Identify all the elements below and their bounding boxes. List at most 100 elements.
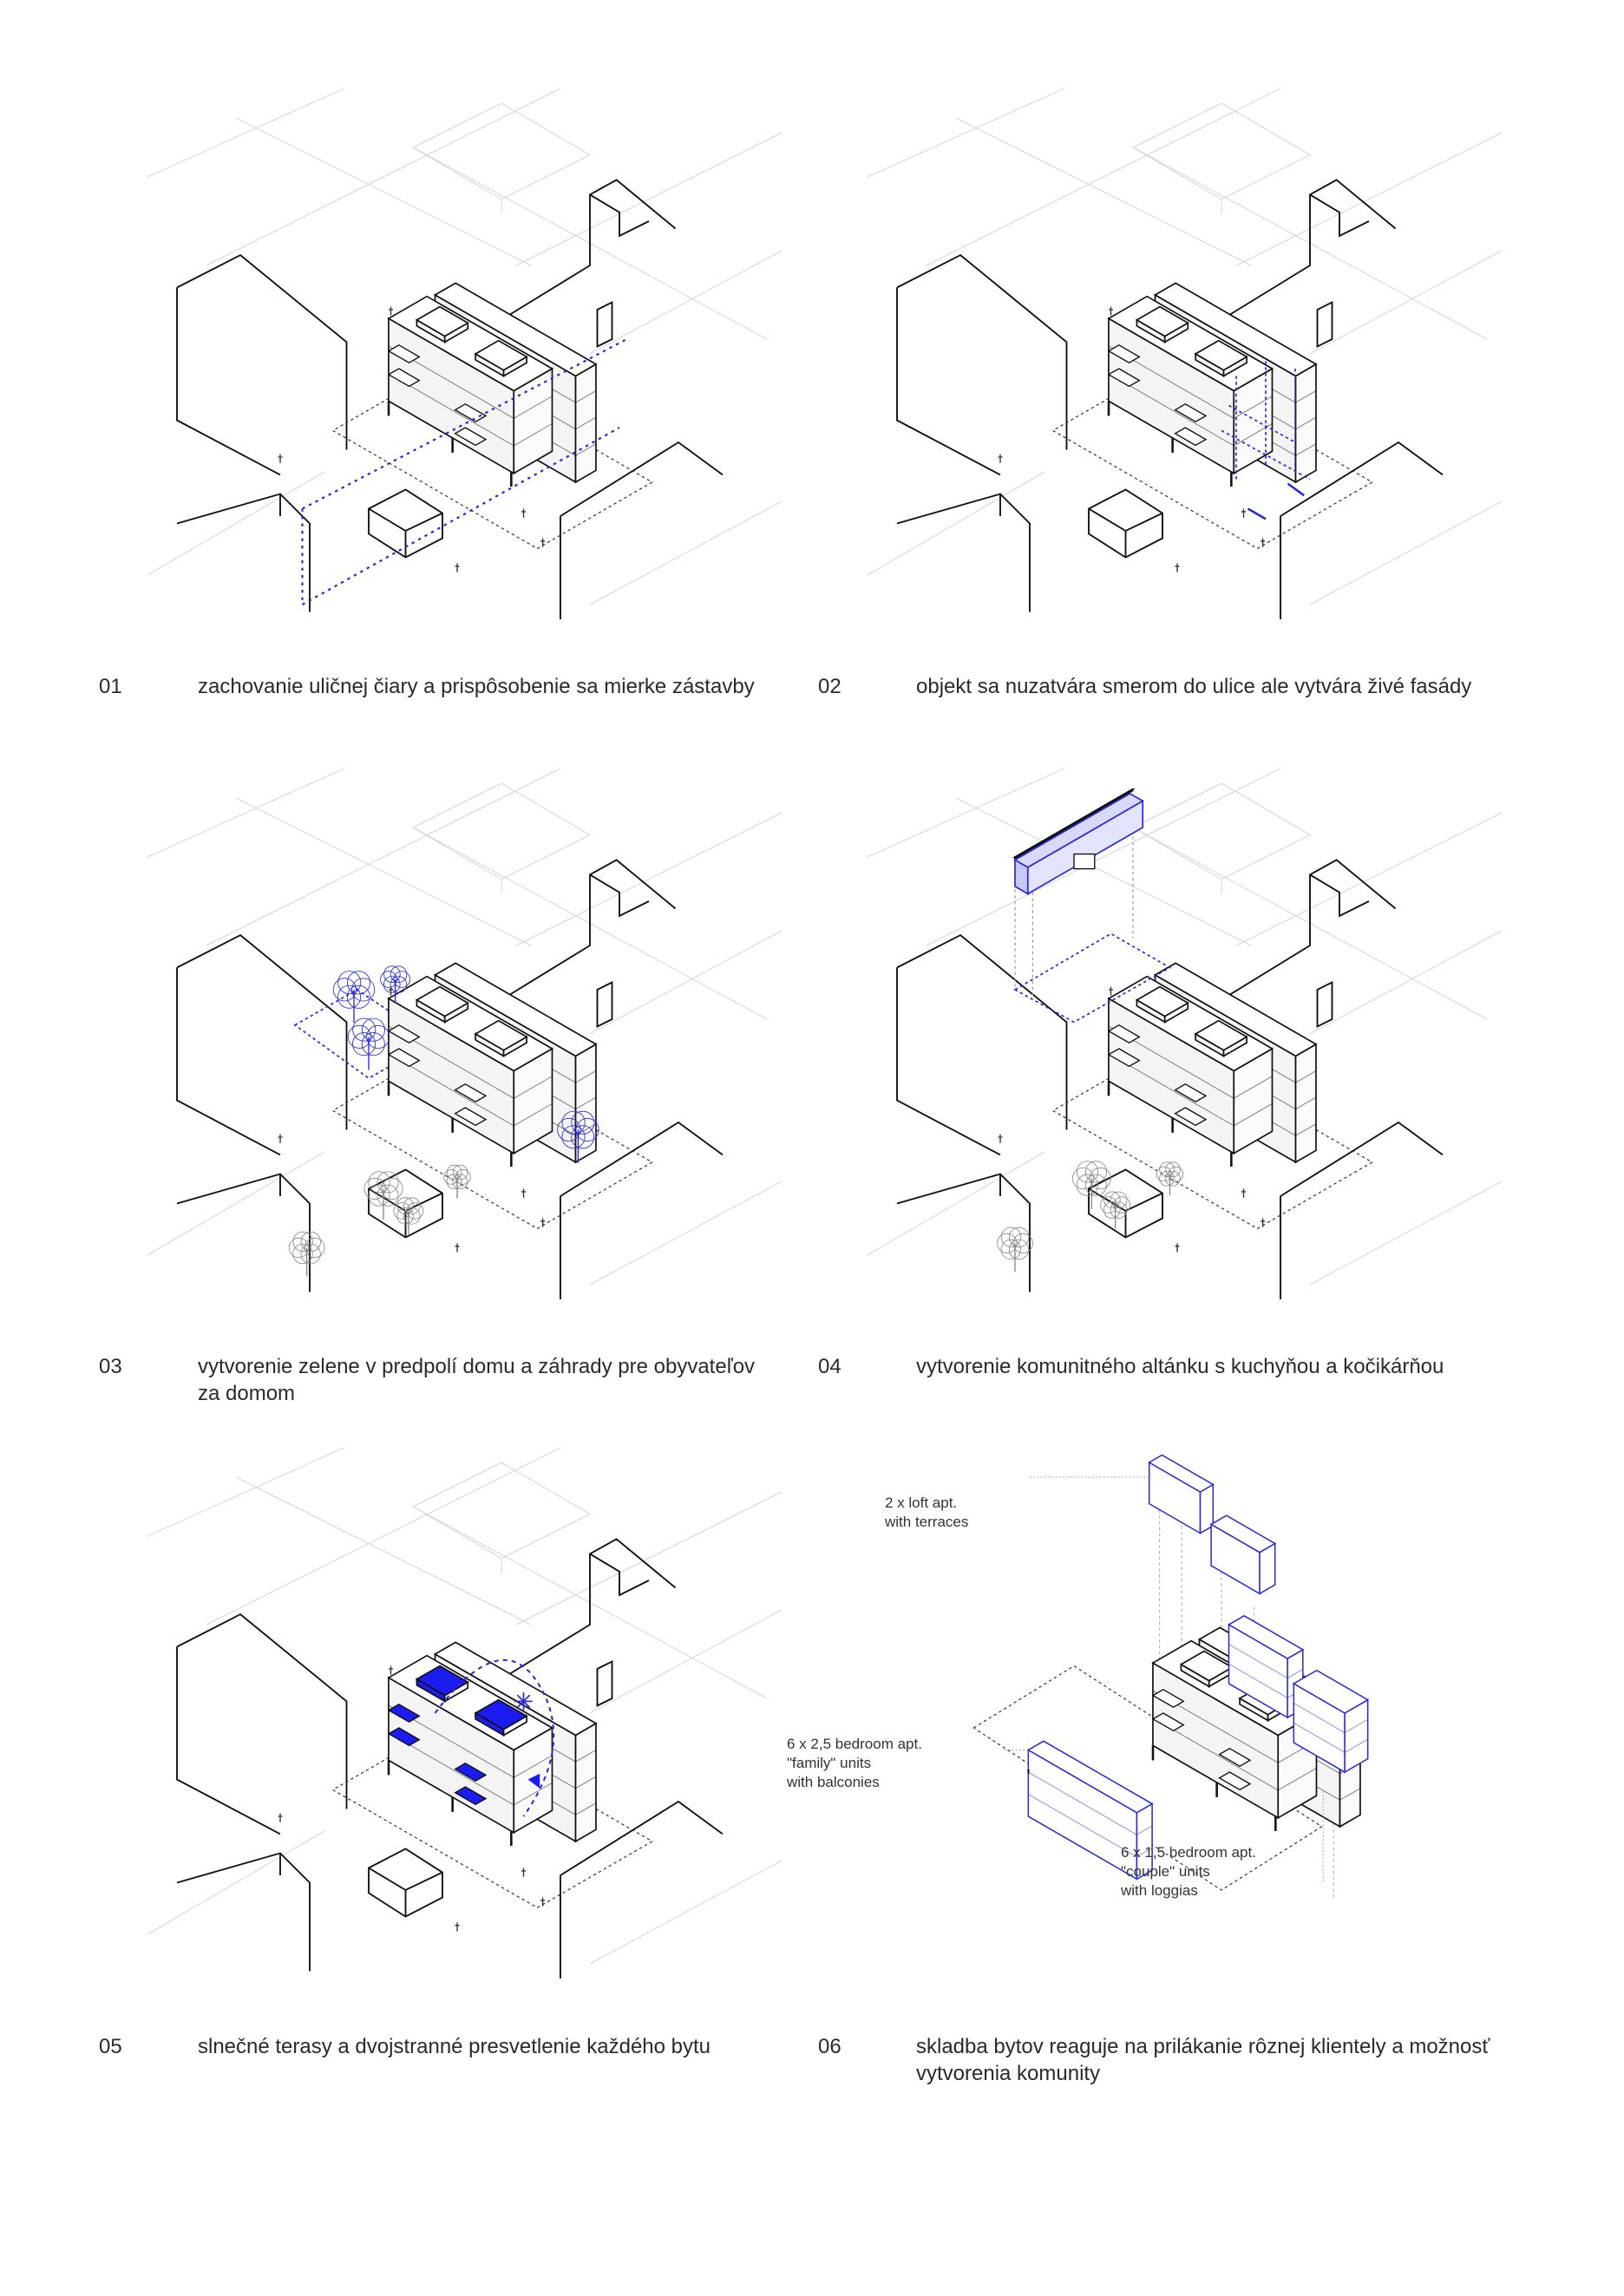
tree-crown xyxy=(561,1125,586,1149)
tree-crown xyxy=(396,1197,414,1214)
rooftop-terrace xyxy=(415,1665,469,1703)
site-boundary xyxy=(972,1665,1323,1891)
neighbour-building-bottom-right xyxy=(1280,441,1444,619)
tree-crown xyxy=(351,978,376,1002)
step-caption-04: vytvorenie komunitného altánku s kuchyňo… xyxy=(916,1355,1444,1378)
label-couple-units: 6 x 1,5 bedroom apt. "couple" units with… xyxy=(1121,1844,1256,1899)
balcony xyxy=(454,1107,488,1127)
background-street-line xyxy=(589,930,782,1035)
tree-crown xyxy=(393,971,411,988)
background-street-line xyxy=(147,1448,345,1537)
balcony xyxy=(387,368,421,388)
community-pavilion xyxy=(1013,792,1144,895)
tree-crown xyxy=(561,1110,586,1135)
step-caption-03: vytvorenie zelene v predpolí domu a záhr… xyxy=(198,1355,756,1405)
tree-crown xyxy=(292,1231,313,1253)
tree-crown xyxy=(393,1202,411,1220)
tree-crown xyxy=(381,1177,403,1200)
neighbour-building-top xyxy=(1225,859,1397,998)
balcony xyxy=(1174,1083,1208,1102)
rooftop-terrace xyxy=(415,305,469,343)
tree-crown xyxy=(300,1243,321,1265)
box-top-face xyxy=(474,1698,528,1730)
tree-crown xyxy=(446,1164,462,1181)
tree-crown xyxy=(292,1243,313,1265)
step-caption-06: skladba bytov reaguje na prilákanie rôzn… xyxy=(916,2035,1490,2085)
person-figure xyxy=(521,1868,527,1877)
rooftop-terrace xyxy=(474,1019,528,1057)
tree-crown xyxy=(1000,1226,1022,1247)
tree-crown xyxy=(1168,1166,1184,1182)
floor-line xyxy=(388,1704,553,1778)
floor-line xyxy=(388,1053,553,1127)
tree-crown xyxy=(443,1169,459,1185)
neighbour-building-left xyxy=(176,253,348,476)
step-number-05: 05 xyxy=(99,2035,122,2058)
tree-icon xyxy=(380,965,411,1004)
person-figure xyxy=(1108,306,1114,316)
background-street-line xyxy=(147,1830,325,1935)
small-outbuilding xyxy=(368,488,443,559)
box-top-face xyxy=(1209,1514,1277,1554)
step-caption-02: objekt sa nuzatvára smerom do ulice ale … xyxy=(916,675,1472,698)
background-street-line xyxy=(926,88,1282,266)
box-top-face xyxy=(474,339,528,371)
building-wing xyxy=(1107,975,1274,1155)
family-units-box xyxy=(1026,1740,1154,1881)
background-street-line xyxy=(589,250,782,355)
rooftop-terrace xyxy=(1194,339,1248,377)
background-street-line xyxy=(589,1181,782,1285)
tree-icon xyxy=(997,1226,1033,1272)
tree-crown xyxy=(1012,1233,1033,1254)
tree-crown xyxy=(377,1184,399,1207)
step-caption-05: slnečné terasy a dvojstranné presvetleni… xyxy=(198,2035,711,2058)
tree-crown xyxy=(452,1164,468,1181)
floor-line xyxy=(388,1732,553,1806)
site-boundary xyxy=(1051,363,1373,550)
small-outbuilding xyxy=(1088,488,1163,559)
background-street-line xyxy=(206,1448,562,1626)
box-top-face xyxy=(1013,792,1144,868)
tree-crown xyxy=(571,1125,595,1149)
tree-crown xyxy=(575,1117,599,1142)
background-street-line xyxy=(1309,500,1502,605)
light-indicator xyxy=(527,1773,540,1789)
neighbour-building-left xyxy=(896,933,1068,1156)
step-number-02: 02 xyxy=(818,675,841,698)
neighbour-building-left xyxy=(896,253,1068,476)
step-number-06: 06 xyxy=(818,2035,841,2058)
background-street-line xyxy=(868,88,1065,178)
balcony xyxy=(387,344,421,363)
building-wing xyxy=(387,1654,554,1835)
tree-crown xyxy=(337,971,362,995)
balcony xyxy=(1107,344,1141,363)
box-top-face xyxy=(474,1019,528,1051)
neighbour-building-top xyxy=(505,179,677,318)
background-street-line xyxy=(589,500,782,605)
rooftop-terrace xyxy=(1194,1019,1248,1057)
floor-line xyxy=(1152,1717,1317,1791)
background-building xyxy=(1131,782,1312,894)
balcony xyxy=(454,1083,488,1102)
balcony xyxy=(1151,1689,1185,1708)
tree-crown xyxy=(1159,1161,1175,1178)
tree-crown xyxy=(1110,1191,1128,1209)
tree-crown xyxy=(383,976,401,993)
background-street-line xyxy=(147,88,345,178)
tree-icon xyxy=(1071,1161,1111,1209)
tree-crown xyxy=(337,984,362,1009)
tree-crown xyxy=(1089,1168,1111,1190)
sun-ray xyxy=(522,1694,531,1703)
person-figure xyxy=(521,1188,527,1198)
tree-crown xyxy=(452,1174,468,1190)
sun-icon xyxy=(514,1692,533,1711)
box-top-face xyxy=(1135,305,1189,337)
tree-crown xyxy=(1076,1174,1098,1196)
box-top-face xyxy=(1135,985,1189,1017)
background-street-line xyxy=(147,769,345,858)
step-number-01: 01 xyxy=(99,675,122,698)
entrance-arrow-icon xyxy=(1247,482,1305,520)
tree-crown xyxy=(396,1207,414,1225)
neighbour-building-bottom-right xyxy=(560,1121,724,1299)
floor-line xyxy=(1108,1053,1273,1127)
